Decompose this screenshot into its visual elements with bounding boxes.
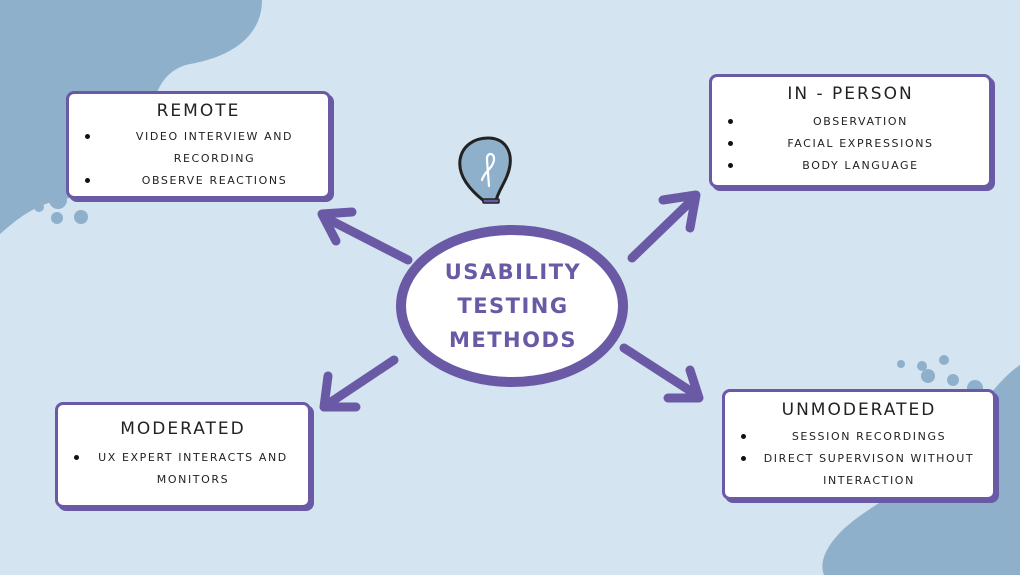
- light-bulb-icon: [458, 136, 512, 204]
- connector-arrows: [317, 190, 704, 412]
- arrow-to-moderated: [319, 355, 399, 412]
- arrow-to-remote: [317, 207, 413, 265]
- list-item: BODY LANGUAGE: [712, 155, 989, 177]
- arrow-to-in-person: [627, 190, 701, 263]
- list-item: UX EXPERT INTERACTS AND MONITORS: [58, 447, 308, 491]
- card-in-person: IN - PERSON OBSERVATION FACIAL EXPRESSIO…: [709, 74, 992, 188]
- card-remote: REMOTE VIDEO INTERVIEW AND RECORDING OBS…: [66, 91, 331, 199]
- card-moderated-list: UX EXPERT INTERACTS AND MONITORS: [58, 447, 308, 491]
- hub-ellipse: [396, 225, 628, 387]
- card-remote-list: VIDEO INTERVIEW AND RECORDING OBSERVE RE…: [69, 126, 328, 192]
- arrow-to-unmoderated: [619, 343, 704, 403]
- card-moderated-title: MODERATED: [120, 419, 246, 439]
- list-item: SESSION RECORDINGS: [725, 426, 993, 448]
- card-unmoderated: UNMODERATED SESSION RECORDINGS DIRECT SU…: [722, 389, 996, 500]
- list-item: VIDEO INTERVIEW AND RECORDING: [69, 126, 328, 170]
- card-moderated: MODERATED UX EXPERT INTERACTS AND MONITO…: [55, 402, 311, 508]
- card-in-person-list: OBSERVATION FACIAL EXPRESSIONS BODY LANG…: [712, 111, 989, 177]
- hub-title-line-1: USABILITY: [444, 260, 582, 284]
- list-item: OBSERVATION: [712, 111, 989, 133]
- list-item: FACIAL EXPRESSIONS: [712, 133, 989, 155]
- hub-title: USABILITY TESTING METHODS: [418, 255, 608, 357]
- list-item: DIRECT SUPERVISON WITHOUT INTERACTION: [725, 448, 993, 492]
- hub-title-line-2: TESTING: [457, 294, 569, 318]
- card-unmoderated-list: SESSION RECORDINGS DIRECT SUPERVISON WIT…: [725, 426, 993, 492]
- card-remote-title: REMOTE: [156, 101, 241, 121]
- decorative-dots-left: [34, 191, 88, 224]
- list-item: OBSERVE REACTIONS: [69, 170, 328, 192]
- hub-title-line-3: METHODS: [448, 328, 578, 352]
- corner-blob-bottom-right: [822, 365, 1020, 575]
- card-in-person-title: IN - PERSON: [787, 84, 914, 104]
- card-unmoderated-title: UNMODERATED: [781, 400, 937, 420]
